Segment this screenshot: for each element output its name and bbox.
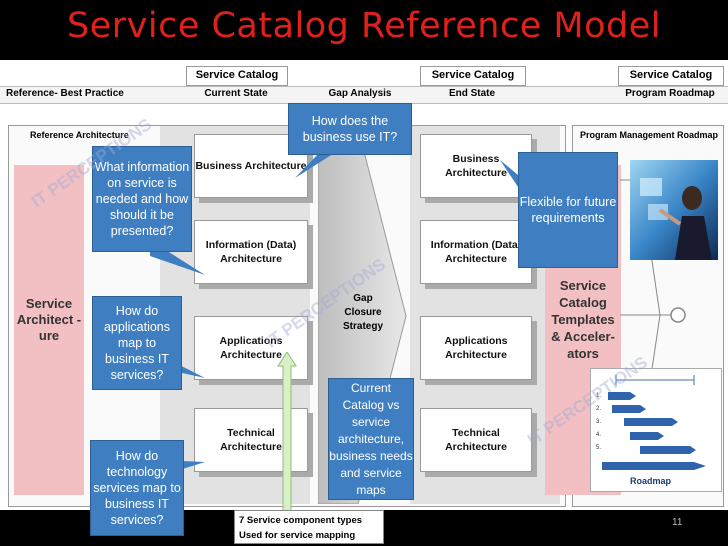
reference-label: Reference- Best Practice [6, 88, 124, 99]
service-component-line1: 7 Service component types [239, 515, 363, 526]
end-business-architecture: Business Architecture [420, 134, 532, 198]
roadmap-bars [602, 375, 706, 470]
end-technical-architecture: Technical Architecture [420, 408, 532, 472]
service-component-note: 7 Service component types Used for servi… [234, 510, 384, 544]
gap-closure-label: Gap Closure Strategy [342, 293, 383, 332]
current-state-sub: Current State [204, 88, 268, 99]
current-applications-architecture: Applications Architecture [194, 316, 308, 380]
callout-technology-map: How do technology services map to busine… [90, 440, 184, 536]
service-architecture-column [14, 165, 84, 495]
callout-business-use: How does the business use IT? [288, 103, 412, 155]
reference-architecture-label: Reference Architecture [30, 130, 129, 140]
callout-applications-map: How do applications map to business IT s… [92, 296, 182, 390]
current-business-architecture: Business Architecture [194, 134, 308, 198]
callout-what-information: What information on service is needed an… [92, 146, 192, 252]
roadmap-label: Roadmap [630, 476, 672, 486]
program-management-label: Program Management Roadmap [580, 130, 719, 140]
touchscreen-photo [630, 160, 718, 260]
roadmap-step: 4. [596, 432, 602, 438]
roadmap-step: 1. [596, 393, 602, 399]
service-architecture-label: Service Architect -ure [16, 296, 82, 343]
roadmap-step: 3. [596, 419, 602, 425]
templates-label: Service Catalog Templates & Acceler- ato… [551, 278, 615, 361]
slide-title: Service Catalog Reference Model [67, 6, 661, 46]
end-state-header: Service Catalog [420, 66, 526, 86]
current-information-architecture: Information (Data) Architecture [194, 220, 308, 284]
roadmap-sub: Program Roadmap [625, 88, 715, 99]
roadmap-header: Service Catalog [618, 66, 724, 86]
callout-flexible: Flexible for future requirements [518, 152, 618, 268]
callout-current-catalog: Current Catalog vs service architecture,… [328, 378, 414, 500]
roadmap-step: 5. [596, 445, 602, 451]
roadmap-step-numbers: 1. 2. 3. 4. 5. [596, 390, 601, 455]
roadmap-thumbnail [590, 368, 722, 492]
roadmap-step: 2. [596, 406, 602, 412]
end-applications-architecture: Applications Architecture [420, 316, 532, 380]
end-state-sub: End State [448, 88, 496, 99]
end-information-architecture: Information (Data) Architecture [420, 220, 532, 284]
gap-analysis-label: Gap Analysis [328, 88, 392, 99]
page-number: 11 [672, 517, 683, 528]
green-arrow [277, 352, 297, 512]
service-component-line2: Used for service mapping [239, 530, 356, 541]
current-state-header: Service Catalog [186, 66, 288, 86]
